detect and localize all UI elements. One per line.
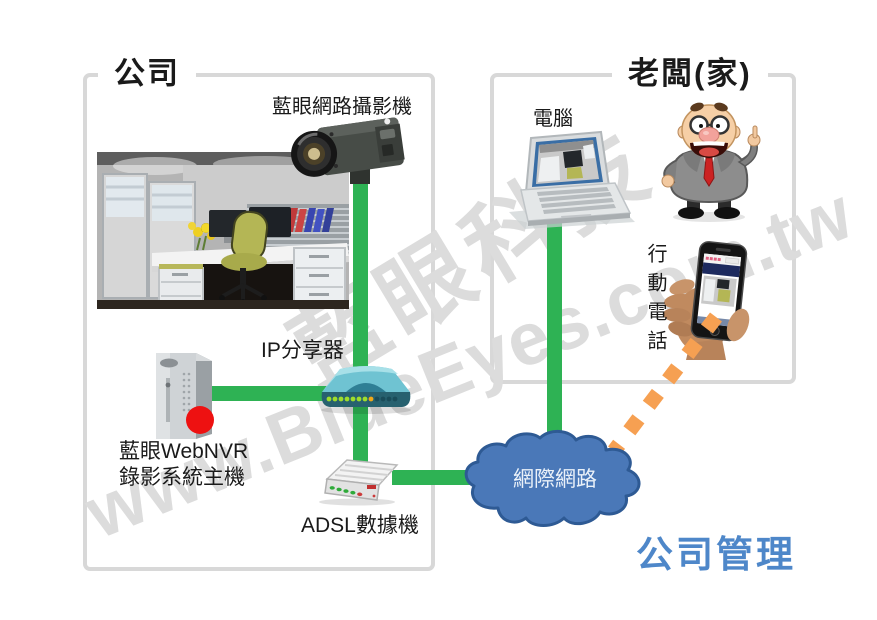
router-label: IP分享器 [261, 339, 344, 362]
thumb [726, 308, 750, 342]
internet-label: 網際網路 [513, 468, 597, 491]
recording-red-dot [186, 406, 214, 434]
nvr-server-icon [142, 350, 222, 447]
ip-router-icon [314, 362, 414, 419]
file-cabinet [293, 247, 346, 308]
server-to-router-line [205, 386, 355, 401]
boss-box-title: 老闆(家) [612, 48, 768, 93]
nvr-label-line2: 錄影系統主機 [119, 466, 245, 490]
computer-label: 電腦 [533, 108, 573, 130]
internet-cloud [460, 426, 650, 541]
laptop-icon [503, 128, 638, 235]
office-chair [219, 210, 269, 305]
mobile-phone-label: 行動電話 [644, 243, 666, 359]
boss-cartoon [653, 102, 765, 229]
adsl-modem-icon [315, 454, 403, 511]
company-group-box [83, 73, 435, 571]
binders [285, 208, 334, 232]
wireless-dashed-link [600, 305, 730, 465]
camera-label: 藍眼網路攝影機 [272, 96, 412, 118]
caption-company-management: 公司管理 [636, 534, 796, 575]
laptop-screen-office-view [536, 140, 599, 184]
nvr-server-label: 藍眼WebNVR 錄影系統主機 [119, 439, 248, 492]
nvr-label-line1: 藍眼WebNVR [119, 440, 249, 463]
laptop-to-internet-line [547, 215, 562, 450]
office-photo [97, 152, 349, 314]
network-camera-icon [290, 112, 408, 195]
modem-label: ADSL數據機 [301, 514, 419, 537]
company-box-title: 公司 [98, 48, 196, 93]
